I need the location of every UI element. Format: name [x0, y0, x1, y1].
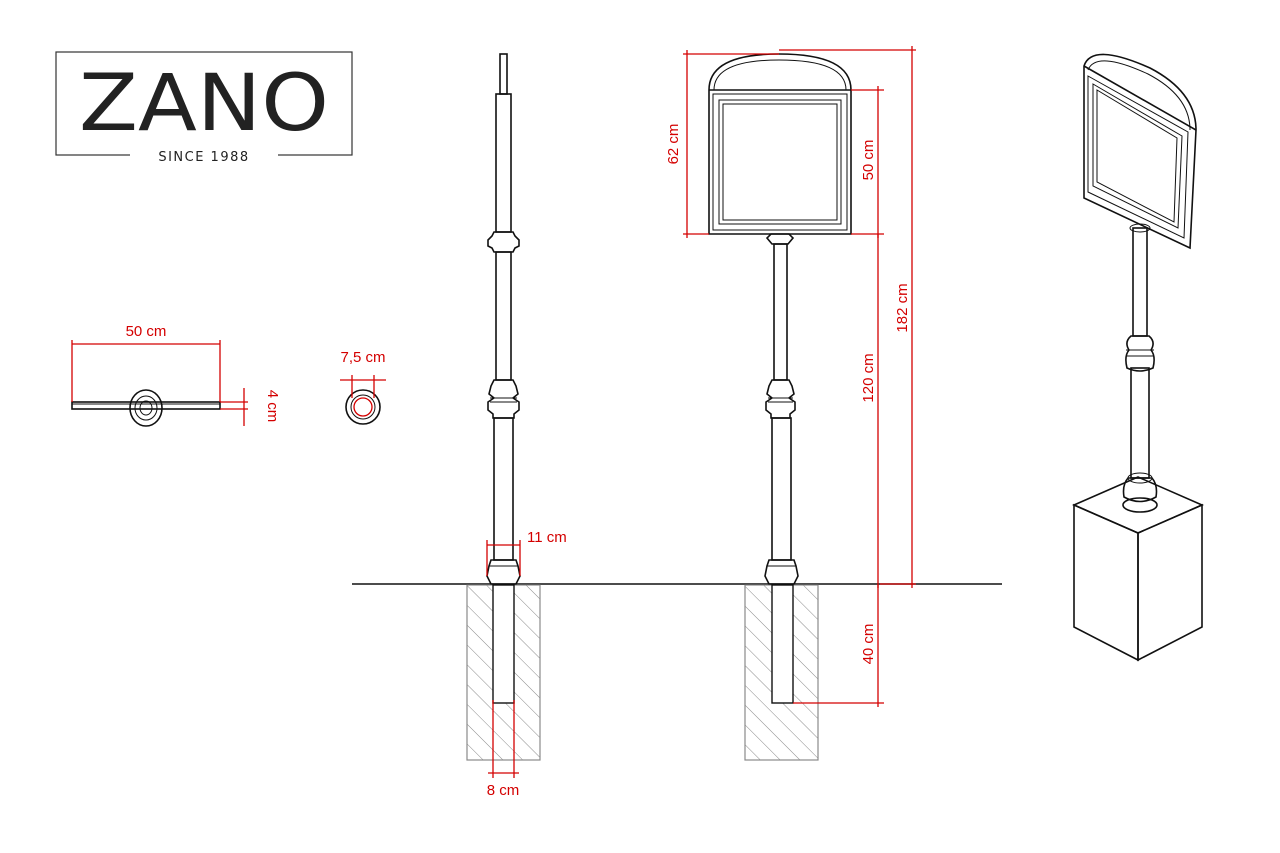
sign-board — [708, 53, 852, 235]
side-view: 11 cm 8 cm — [466, 53, 567, 799]
logo-brand: ZANO — [79, 59, 329, 149]
dim-collar-width: 11 cm — [527, 529, 567, 546]
dim-top-width: 50 cm — [126, 323, 167, 340]
dim-buried-depth: 40 cm — [860, 624, 877, 665]
iso-sign-board — [1083, 53, 1197, 250]
dim-total-height: 182 cm — [894, 283, 911, 332]
top-view-board — [71, 401, 221, 410]
dim-post-above-ground: 120 cm — [860, 353, 877, 402]
post-cross-section: 7,5 cm — [340, 349, 386, 425]
dim-board-panel-height: 50 cm — [860, 140, 877, 181]
zano-logo: ZANO SINCE 1988 — [55, 51, 353, 165]
dim-post-diameter: 7,5 cm — [340, 349, 385, 366]
top-view: 50 cm 4 cm — [71, 323, 281, 427]
dim-board-total-height: 62 cm — [665, 124, 682, 165]
isometric-view — [1072, 53, 1204, 662]
logo-tagline: SINCE 1988 — [158, 150, 249, 165]
dim-post-width: 8 cm — [487, 782, 520, 799]
dim-top-thickness: 4 cm — [264, 390, 281, 423]
front-view: 62 cm 50 cm 120 cm 182 cm 40 cm — [665, 46, 916, 761]
